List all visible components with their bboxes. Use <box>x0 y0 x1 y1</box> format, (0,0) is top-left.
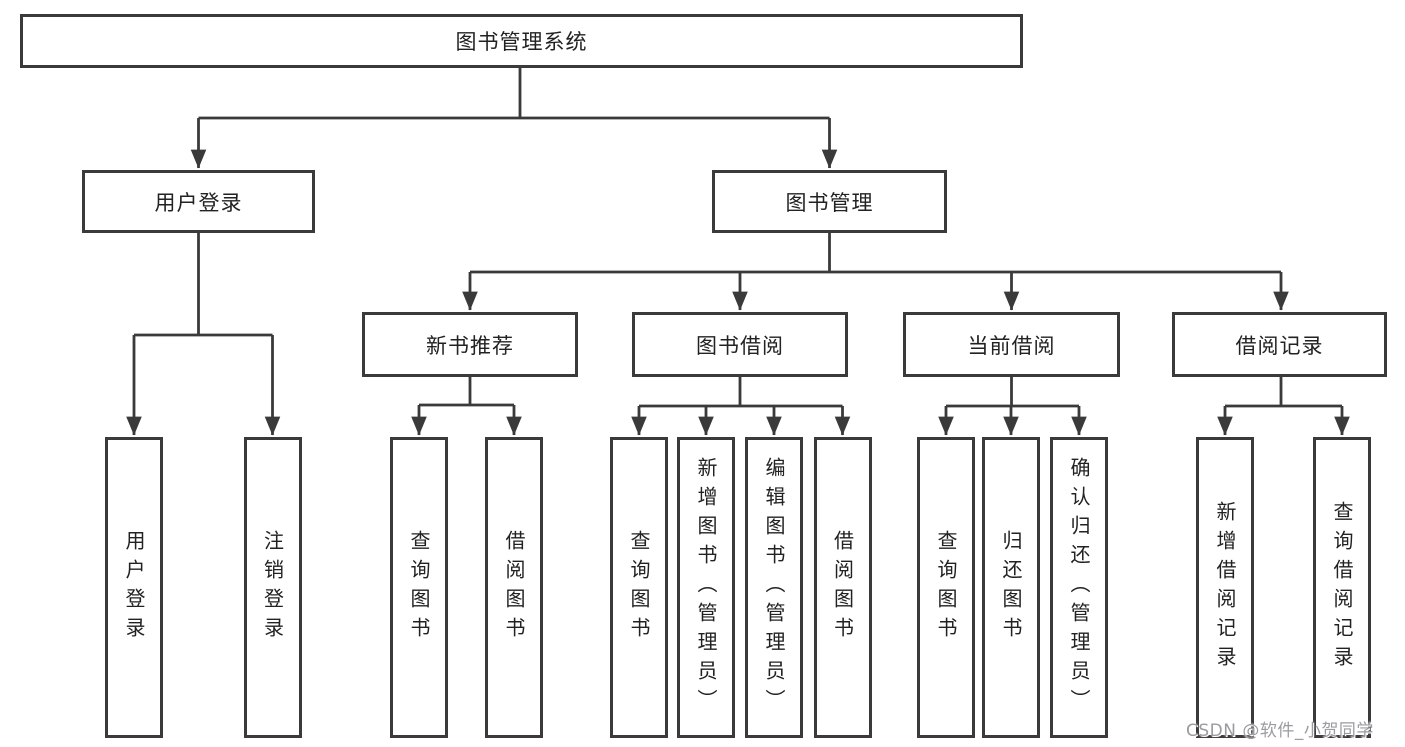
node-book-management: 图书管理 <box>712 170 947 233</box>
leaf-recommend-query-books-label: 查询图书 <box>407 529 431 646</box>
leaf-add-books-admin-label: 新增图书（管理员） <box>694 457 718 718</box>
leaf-recommend-borrow-books: 借阅图书 <box>485 437 543 738</box>
csdn-watermark: CSDN @软件_小贺同学 <box>1186 721 1374 741</box>
node-borrow-records-label: 借阅记录 <box>1235 333 1324 358</box>
node-user-login-label: 用户登录 <box>154 190 243 215</box>
node-new-book-recommend: 新书推荐 <box>362 312 578 377</box>
leaf-borrow-books-label: 借阅图书 <box>830 529 855 646</box>
leaf-user-login-label: 用户登录 <box>122 529 146 646</box>
leaf-confirm-return-admin: 确认归还（管理员） <box>1050 437 1108 738</box>
node-root-label: 图书管理系统 <box>455 30 588 54</box>
leaf-query-borrow-record: 查询借阅记录 <box>1313 437 1371 738</box>
leaf-recommend-query-books: 查询图书 <box>390 437 448 738</box>
leaf-edit-books-admin-label: 编辑图书（管理员） <box>762 457 786 718</box>
leaf-user-login: 用户登录 <box>105 437 163 738</box>
node-book-management-label: 图书管理 <box>785 190 874 215</box>
node-borrow-records: 借阅记录 <box>1172 312 1387 377</box>
leaf-current-query-books-label: 查询图书 <box>934 529 958 646</box>
leaf-confirm-return-admin-label: 确认归还（管理员） <box>1067 457 1091 718</box>
node-root-system: 图书管理系统 <box>20 14 1023 68</box>
leaf-return-books-label: 归还图书 <box>999 529 1023 646</box>
leaf-return-books: 归还图书 <box>982 437 1040 738</box>
leaf-recommend-borrow-books-label: 借阅图书 <box>502 529 526 646</box>
leaf-add-books-admin: 新增图书（管理员） <box>677 437 735 738</box>
node-current-borrow-label: 当前借阅 <box>967 333 1056 358</box>
leaf-borrow-query-books-label: 查询图书 <box>627 529 651 646</box>
node-new-book-recommend-label: 新书推荐 <box>426 333 514 358</box>
leaf-query-borrow-record-label: 查询借阅记录 <box>1330 500 1354 675</box>
node-current-borrow: 当前借阅 <box>903 312 1120 377</box>
node-book-borrow: 图书借阅 <box>632 312 848 377</box>
leaf-add-borrow-record: 新增借阅记录 <box>1196 437 1254 738</box>
leaf-current-query-books: 查询图书 <box>917 437 975 738</box>
node-book-borrow-label: 图书借阅 <box>696 333 784 358</box>
leaf-logout-label: 注销登录 <box>260 529 285 646</box>
leaf-add-borrow-record-label: 新增借阅记录 <box>1213 500 1237 675</box>
leaf-borrow-books: 借阅图书 <box>813 437 872 738</box>
leaf-borrow-query-books: 查询图书 <box>610 437 668 738</box>
leaf-edit-books-admin: 编辑图书（管理员） <box>745 437 803 738</box>
leaf-logout: 注销登录 <box>243 437 302 738</box>
node-user-login: 用户登录 <box>82 170 315 233</box>
